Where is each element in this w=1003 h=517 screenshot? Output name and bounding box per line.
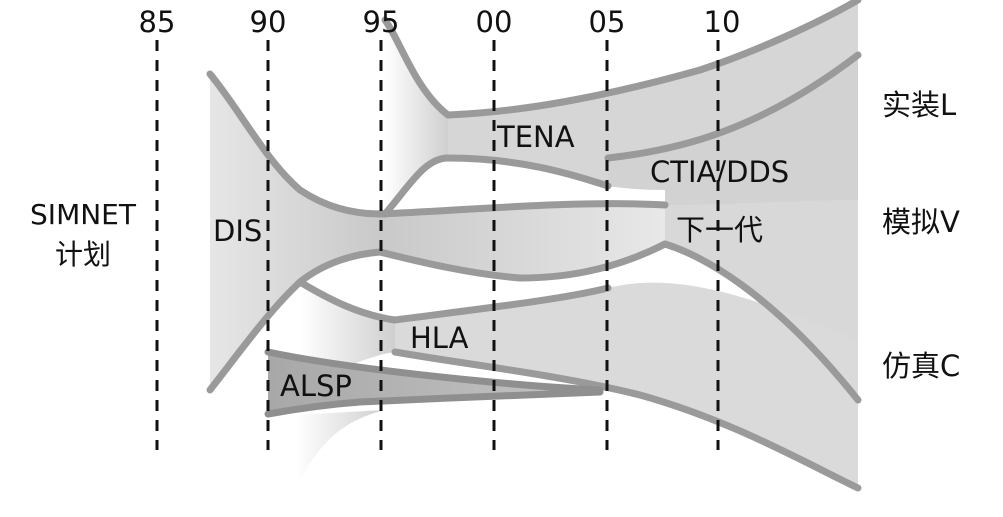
year-label-00: 00 — [476, 5, 513, 39]
simnet-label: SIMNET — [30, 198, 137, 231]
year-label-05: 05 — [589, 5, 626, 39]
alsp-top-edge — [264, 348, 604, 394]
tena-top-edge — [381, 0, 862, 119]
next-gen-stream-body — [665, 200, 858, 400]
hla-funnel-body — [300, 282, 395, 380]
dis-stream-body — [210, 74, 380, 390]
next-gen-label: 下一代 — [676, 213, 763, 247]
virtual-domain-label: 模拟V — [882, 205, 960, 239]
alsp-fade-wedge — [296, 410, 385, 488]
tena-stream-body — [448, 0, 858, 186]
year-label-85: 85 — [139, 5, 176, 39]
dis-bottom-edge — [206, 240, 669, 394]
dis-continuation-body — [380, 203, 665, 278]
tena-bottom-edge — [381, 154, 612, 218]
hla-bottom-edge — [391, 348, 862, 492]
year-label-90: 90 — [250, 5, 287, 39]
next-gen-bottom-edge — [661, 240, 862, 404]
ctia-dds-label: CTIA/DDS — [650, 155, 789, 189]
tena-funnel-body — [385, 20, 448, 214]
live-domain-label: 实装L — [882, 88, 956, 122]
constructive-domain-label: 仿真C — [882, 349, 960, 383]
hla-label: HLA — [410, 321, 469, 355]
hla-stream-body — [395, 282, 858, 488]
alsp-label: ALSP — [280, 369, 352, 403]
year-label-10: 10 — [704, 5, 741, 39]
simnet-plan-label: 计划 — [55, 238, 111, 271]
tena-label: TENA — [496, 120, 575, 154]
ctia-top-edge — [604, 51, 862, 162]
alsp-bottom-edge — [264, 388, 604, 418]
dis-label: DIS — [213, 214, 262, 248]
dis-top-edge — [206, 70, 669, 218]
year-label-95: 95 — [363, 5, 400, 39]
hla-top-edge — [296, 278, 612, 324]
